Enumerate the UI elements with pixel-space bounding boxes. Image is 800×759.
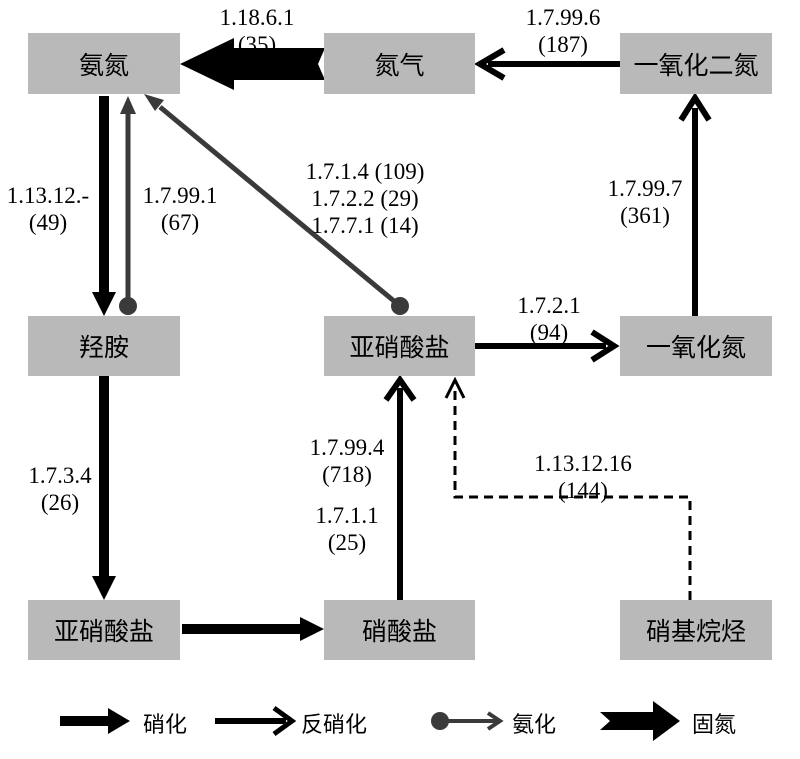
label-line: 1.7.1.4 (109) (305, 159, 425, 184)
label-nitrate-to-nitrite: 1.7.99.4 (718) 1.7.1.1 (25) (310, 434, 385, 556)
label-line: (26) (40, 490, 80, 515)
legend-ammonification-label: 氨化 (512, 713, 557, 738)
legend-ammonification-arrow (431, 711, 504, 731)
label-line: 1.7.99.1 (142, 183, 218, 208)
legend-nitrification-arrow (60, 708, 130, 734)
label-line: 1.7.2.2 (29) (311, 186, 419, 211)
node-nitrous-oxide: 一氧化二氮 (620, 33, 772, 94)
node-nitrate: 硝酸盐 (324, 600, 475, 660)
node-hydroxylamine: 羟胺 (28, 316, 180, 376)
label-ammonia-to-hydroxylamine: 1.13.12.- (49) (7, 182, 89, 236)
legend-fixation-label: 固氮 (692, 713, 737, 738)
nitrification-arrow-hydroxylamine-to-nitrite (92, 376, 116, 600)
label-n2-to-ammonia: 1.18.6.1 (35) (220, 4, 295, 58)
legend-fixation-arrow (600, 701, 680, 741)
label-no-to-n2o: 1.7.99.7 (361) (608, 175, 683, 229)
node-nitrite-bottom: 亚硝酸盐 (28, 600, 180, 660)
legend-denitrification-arrow (215, 705, 297, 737)
denitrification-arrow-nitrite-to-no (475, 329, 620, 363)
label-line: 1.7.99.4 (309, 435, 385, 460)
label-line: (25) (327, 530, 367, 555)
label-nitrite-to-no: 1.7.2.1 (94) (517, 292, 580, 346)
ammonification-arrow-hydroxylamine-to-ammonia (119, 96, 137, 315)
label-line: (144) (558, 478, 608, 503)
label-line: 1.18.6.1 (219, 5, 295, 30)
label-line: (67) (160, 210, 200, 235)
label-line: 1.7.7.1 (14) (311, 213, 419, 238)
node-ammonia: 氨氮 (28, 33, 180, 94)
nitrification-arrow-ammonia-to-hydroxylamine (92, 96, 116, 316)
fixation-arrow-n2-to-ammonia (180, 38, 325, 90)
node-dinitrogen: 氮气 (324, 33, 475, 94)
legend-nitrification-label: 硝化 (143, 713, 188, 738)
legend-denitrification-label: 反硝化 (301, 713, 368, 738)
node-nitrite-center: 亚硝酸盐 (324, 316, 475, 376)
ammonification-arrow-nitrite-to-ammonia (144, 94, 409, 315)
dashed-arrow-nitroalkane-to-nitrite (444, 376, 692, 600)
label-line: 1.13.12.- (6, 183, 90, 208)
denitrification-arrow-nitrate-to-nitrite (383, 374, 417, 600)
denitrification-arrow-no-to-n2o (678, 92, 712, 316)
label-line: 1.7.1.1 (315, 503, 379, 528)
nitrification-arrow-nitrite-to-nitrate (182, 617, 324, 641)
label-line: 1.7.99.6 (525, 5, 601, 30)
label-hydroxylamine-to-nitrite: 1.7.3.4 (26) (28, 462, 91, 516)
node-nitric-oxide: 一氧化氮 (620, 316, 772, 376)
label-line: (718) (322, 462, 372, 487)
label-line: (94) (529, 320, 569, 345)
label-n2o-to-n2: 1.7.99.6 (187) (526, 4, 601, 58)
label-nitroalkane-to-nitrite: 1.13.12.16 (144) (534, 450, 632, 504)
denitrification-arrow-n2o-to-n2 (474, 47, 620, 81)
label-line: (35) (237, 32, 277, 57)
label-line: 1.7.99.7 (607, 176, 683, 201)
label-nitrite-to-ammonia: 1.7.1.4 (109) 1.7.2.2 (29) 1.7.7.1 (14) (306, 158, 425, 239)
label-gap (310, 488, 385, 502)
label-line: 1.7.3.4 (28, 463, 92, 488)
node-nitroalkane: 硝基烷烃 (620, 600, 772, 660)
label-line: (49) (28, 210, 68, 235)
label-line: (361) (620, 203, 670, 228)
label-line: 1.7.2.1 (517, 293, 581, 318)
label-line: (187) (538, 32, 588, 57)
label-line: 1.13.12.16 (534, 451, 632, 476)
label-hydroxylamine-to-ammonia: 1.7.99.1 (67) (143, 182, 218, 236)
